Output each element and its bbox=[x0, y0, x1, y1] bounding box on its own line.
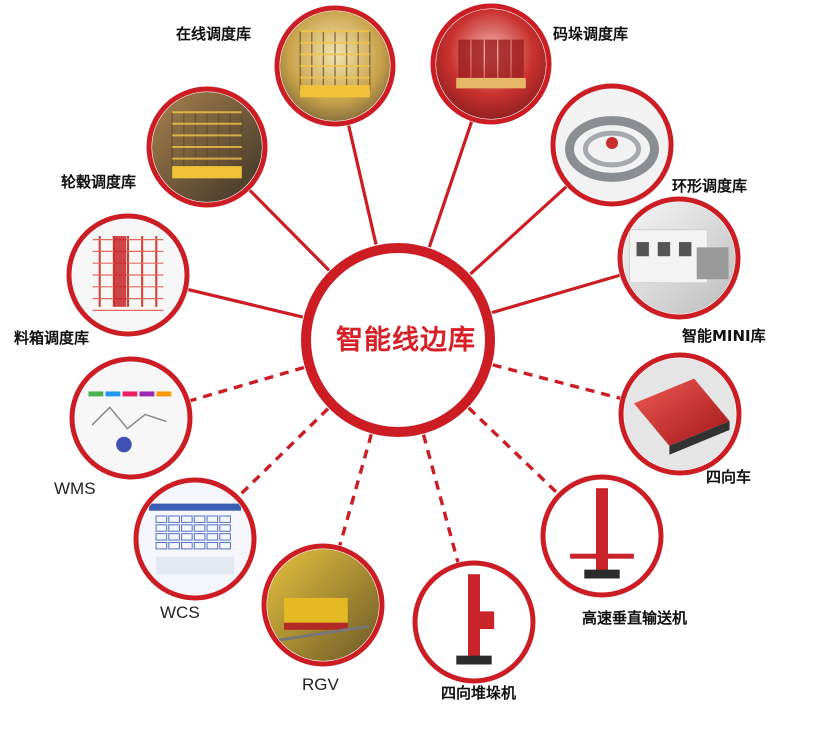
node-label-shuttle4: 四向车 bbox=[706, 468, 752, 486]
center-title: 智能线边库 bbox=[336, 325, 476, 356]
node-ring bbox=[550, 83, 674, 207]
node-ring-stacker4 bbox=[412, 560, 536, 684]
node-mini bbox=[617, 196, 741, 320]
node-ring-ring bbox=[550, 83, 674, 207]
node-image-shuttle4 bbox=[624, 358, 736, 470]
node-conveyor bbox=[540, 474, 664, 598]
node-bin bbox=[66, 213, 190, 337]
node-image-wheel bbox=[152, 92, 262, 202]
node-stacker4 bbox=[412, 560, 536, 684]
node-image-wcs bbox=[139, 483, 251, 595]
node-label-wheel: 轮毂调度库 bbox=[61, 173, 137, 191]
connector-stacking bbox=[427, 121, 474, 248]
node-image-bin bbox=[72, 219, 184, 331]
node-label-wms: WMS bbox=[54, 479, 96, 498]
node-ring-mini bbox=[617, 196, 741, 320]
node-wheel bbox=[146, 86, 268, 208]
node-ring-rgv bbox=[261, 543, 385, 667]
node-ring-online bbox=[274, 5, 396, 127]
node-label-ring: 环形调度库 bbox=[672, 177, 748, 195]
connector-mini bbox=[491, 273, 620, 315]
node-ring-shuttle4 bbox=[618, 352, 742, 476]
node-ring-wheel bbox=[146, 86, 268, 208]
node-label-rgv: RGV bbox=[302, 675, 339, 694]
node-label-stacker4: 四向堆垛机 bbox=[441, 684, 517, 702]
node-stacking bbox=[430, 3, 552, 125]
connector-wms bbox=[190, 365, 305, 403]
node-label-online: 在线调度库 bbox=[176, 25, 252, 43]
node-image-online bbox=[280, 11, 390, 121]
node-rgv bbox=[261, 543, 385, 667]
node-ring-wcs bbox=[133, 477, 257, 601]
node-image-stacker4 bbox=[418, 566, 530, 678]
center-hub bbox=[301, 243, 495, 437]
node-ring-bin bbox=[66, 213, 190, 337]
node-image-stacking bbox=[436, 9, 546, 119]
node-shuttle4 bbox=[618, 352, 742, 476]
node-ring-stacking bbox=[430, 3, 552, 125]
connector-conveyor bbox=[467, 406, 559, 495]
connector-stacker4 bbox=[421, 434, 460, 563]
node-label-bin: 料箱调度库 bbox=[14, 329, 90, 347]
node-image-mini bbox=[623, 202, 735, 314]
node-wcs bbox=[133, 477, 257, 601]
connector-rgv bbox=[338, 433, 373, 546]
connector-online bbox=[347, 125, 378, 245]
node-label-stacking: 码垛调度库 bbox=[553, 25, 629, 43]
node-wms bbox=[69, 356, 193, 480]
node-image-ring bbox=[556, 89, 668, 201]
node-image-conveyor bbox=[546, 480, 658, 592]
connector-shuttle4 bbox=[492, 363, 621, 400]
connector-ring bbox=[469, 185, 568, 276]
node-online bbox=[274, 5, 396, 127]
node-label-conveyor: 高速垂直输送机 bbox=[582, 609, 688, 627]
connector-wheel bbox=[248, 189, 331, 272]
node-ring-conveyor bbox=[540, 474, 664, 598]
node-label-wcs: WCS bbox=[160, 603, 200, 622]
node-ring-wms bbox=[69, 356, 193, 480]
connector-bin bbox=[187, 287, 304, 319]
connector-wcs bbox=[238, 407, 330, 497]
node-image-rgv bbox=[267, 549, 379, 661]
node-label-mini: 智能MINI库 bbox=[682, 327, 766, 345]
node-image-wms bbox=[75, 362, 187, 474]
